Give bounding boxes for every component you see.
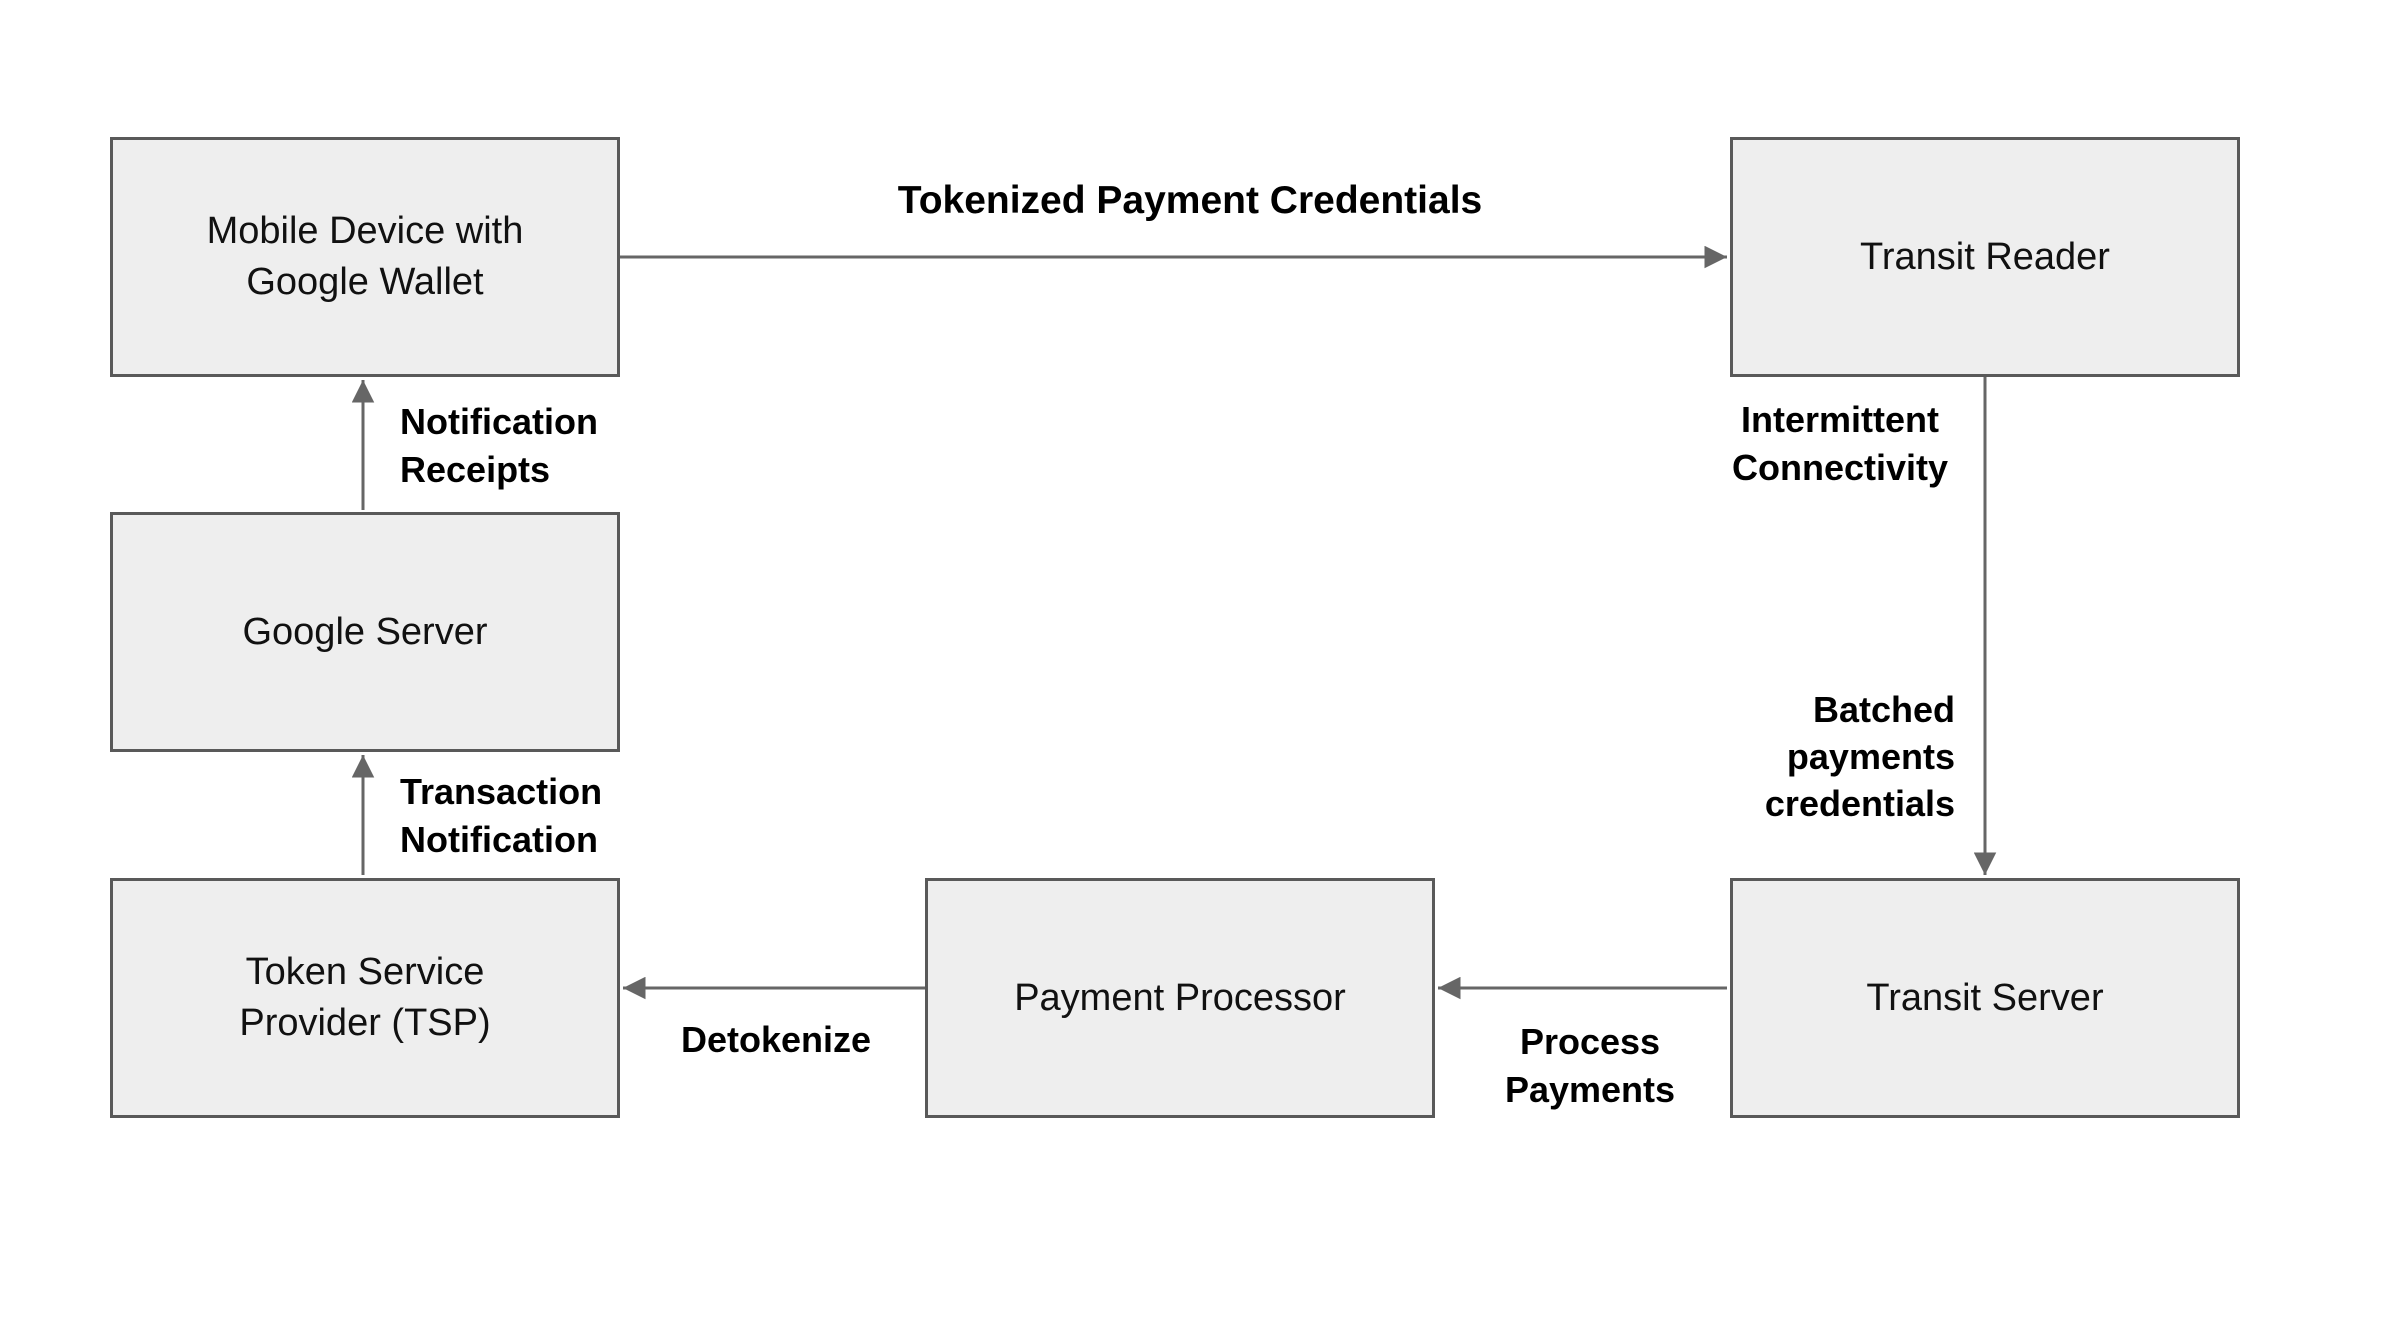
edge-label-line: Notification bbox=[400, 401, 598, 442]
node-transit-reader: Transit Reader bbox=[1730, 137, 2240, 377]
edge-label-process-payments: Process Payments bbox=[1440, 1018, 1740, 1114]
edge-label-line: Intermittent bbox=[1741, 399, 1939, 440]
node-token-service-provider: Token Service Provider (TSP) bbox=[110, 878, 620, 1118]
edge-label-line: Notification bbox=[400, 819, 598, 860]
edge-label-line: Transaction bbox=[400, 771, 603, 812]
edge-label-line: Batched bbox=[1812, 689, 1955, 730]
node-label-line: Transit Server bbox=[1866, 976, 2104, 1019]
node-transit-server: Transit Server bbox=[1730, 878, 2240, 1118]
edge-label-line: Receipts bbox=[400, 449, 551, 490]
node-label-line: Google Server bbox=[242, 610, 488, 653]
edge-label-transaction-notification: Transaction Notification bbox=[400, 768, 602, 864]
edge-label-line: Detokenize bbox=[680, 1019, 872, 1060]
edge-label-intermittent-connectivity: Intermittent Connectivity bbox=[1675, 396, 2005, 492]
node-google-server: Google Server bbox=[110, 512, 620, 752]
edge-label-line: payments bbox=[1786, 736, 1955, 777]
edge-label-line: Payments bbox=[1504, 1069, 1676, 1110]
node-label-line: Provider (TSP) bbox=[239, 1002, 491, 1044]
edge-label-tokenized-payment-credentials: Tokenized Payment Credentials bbox=[720, 178, 1660, 224]
edge-label-line: Tokenized Payment Credentials bbox=[897, 179, 1483, 222]
edge-label-line: credentials bbox=[1764, 783, 1955, 824]
node-label-line: Token Service bbox=[245, 951, 485, 993]
node-label-line: Payment Processor bbox=[1014, 976, 1346, 1019]
node-label-line: Google Wallet bbox=[246, 261, 484, 303]
edge-label-line: Connectivity bbox=[1731, 447, 1949, 488]
edge-label-batched-payments-credentials: Batched payments credentials bbox=[1655, 686, 1955, 827]
node-payment-processor: Payment Processor bbox=[925, 878, 1435, 1118]
node-label-line: Transit Reader bbox=[1860, 235, 2110, 278]
edge-label-detokenize: Detokenize bbox=[626, 1016, 926, 1064]
edge-label-notification-receipts: Notification Receipts bbox=[400, 398, 598, 494]
node-mobile-device-google-wallet: Mobile Device with Google Wallet bbox=[110, 137, 620, 377]
edge-label-line: Process bbox=[1519, 1021, 1661, 1062]
node-label-line: Mobile Device with bbox=[206, 210, 524, 252]
